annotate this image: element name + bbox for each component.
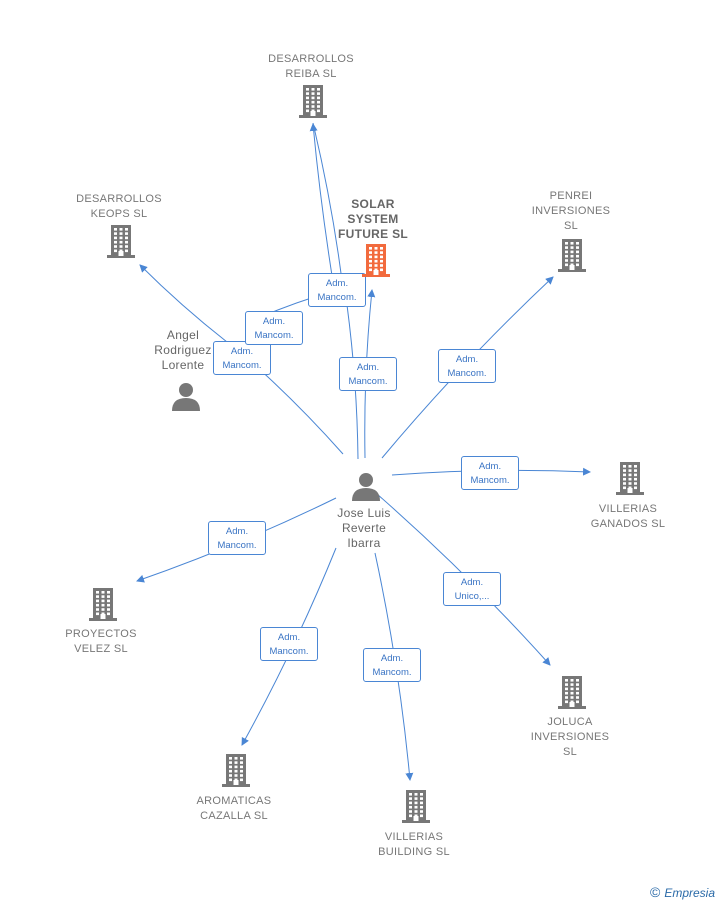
relation-label[interactable]: Adm. Mancom. [363, 648, 421, 682]
relation-label[interactable]: Adm. Mancom. [213, 341, 271, 375]
node-label-villerias_g[interactable]: VILLERIAS GANADOS SL [590, 503, 666, 530]
node-label-villerias_b[interactable]: VILLERIAS BUILDING SL [378, 831, 450, 858]
person-icon [352, 473, 380, 501]
copyright-icon: © [650, 884, 661, 900]
relation-label[interactable]: Adm. Mancom. [245, 311, 303, 345]
person-icon [172, 383, 200, 411]
node-label-proyectos[interactable]: PROYECTOS VELEZ SL [65, 628, 137, 655]
node-label-aromaticas[interactable]: AROMATICAS CAZALLA SL [196, 795, 272, 822]
edge-line [139, 264, 228, 343]
node-label-solar[interactable]: SOLAR SYSTEM FUTURE SL [337, 197, 409, 241]
relation-label[interactable]: Adm. Mancom. [339, 357, 397, 391]
building-icon [222, 754, 250, 787]
building-icon [558, 239, 586, 272]
node-label-reiba[interactable]: DESARROLLOS REIBA SL [268, 53, 354, 80]
building-icon [616, 462, 644, 495]
node-label-jose[interactable]: Jose Luis Reverte Ibarra [337, 506, 391, 550]
edge-line [309, 123, 334, 283]
relation-label[interactable]: Adm. Mancom. [461, 456, 519, 490]
relation-label[interactable]: Adm. Mancom. [208, 521, 266, 555]
node-label-keops[interactable]: DESARROLLOS KEOPS SL [76, 193, 162, 220]
building-icon [89, 588, 117, 621]
building-icon [362, 244, 390, 277]
node-label-joluca[interactable]: JOLUCA INVERSIONES SL [530, 716, 610, 758]
building-icon [402, 790, 430, 823]
building-icon [558, 676, 586, 709]
building-icon [299, 85, 327, 118]
relation-label[interactable]: Adm. Mancom. [438, 349, 496, 383]
relation-label[interactable]: Adm. Mancom. [260, 627, 318, 661]
relation-label[interactable]: Adm. Mancom. [308, 273, 366, 307]
building-icon [107, 225, 135, 258]
node-label-angel[interactable]: Angel Rodriguez Lorente [154, 328, 212, 372]
brand-name: Empresia [664, 886, 716, 900]
relation-label[interactable]: Adm. Unico,... [443, 572, 501, 606]
node-label-penrei[interactable]: PENREI INVERSIONES SL [531, 190, 611, 232]
brand-logo: ©Empresia [650, 884, 715, 900]
